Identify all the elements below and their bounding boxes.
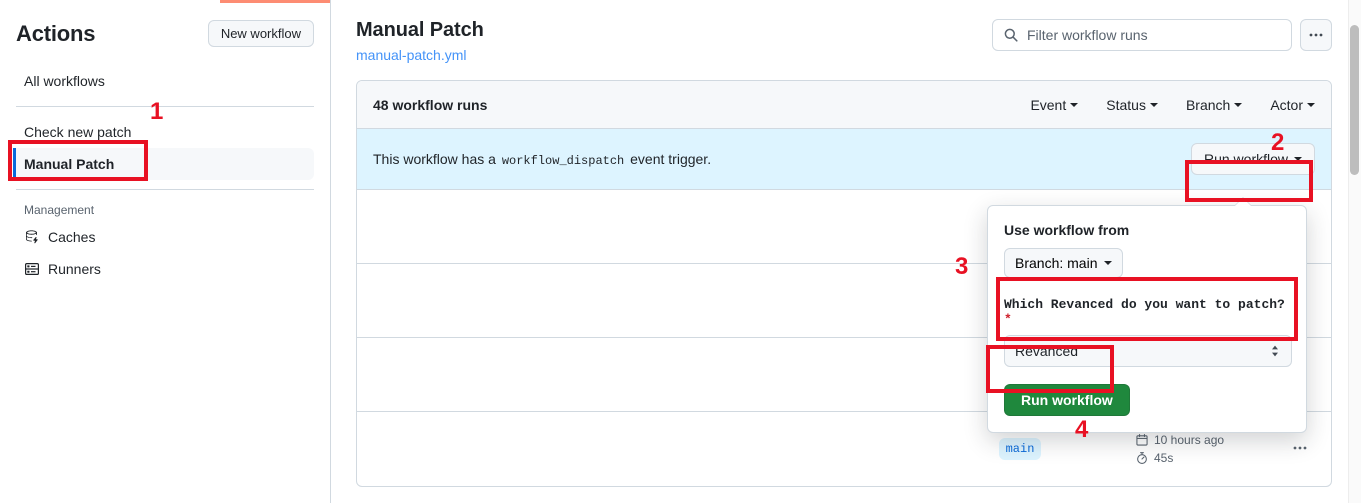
actions-sidebar: Actions New workflow All workflows Check…: [0, 0, 331, 503]
filter-actor[interactable]: Actor: [1270, 97, 1315, 113]
revanced-select[interactable]: Revanced: [1004, 335, 1292, 367]
use-workflow-from-label: Use workflow from: [1004, 222, 1130, 238]
popover-body: Use workflow from Branch: main Which Rev…: [988, 206, 1306, 432]
runs-table-header: 48 workflow runs Event Status Branch: [357, 81, 1331, 129]
input-field-label: Which Revanced do you want to patch? *: [1004, 297, 1290, 327]
run-branch-cell: main: [905, 438, 1135, 460]
page-scrollbar-thumb[interactable]: [1350, 25, 1359, 175]
run-workflow-dropdown-label: Run workflow: [1203, 151, 1288, 167]
popover-caret: [1235, 198, 1251, 206]
select-updown-icon: [1269, 343, 1281, 359]
dispatch-event-code: workflow_dispatch: [501, 153, 625, 168]
sidebar-item-all-workflows[interactable]: All workflows: [24, 73, 105, 89]
filter-event-label: Event: [1030, 96, 1067, 113]
search-icon: [1003, 27, 1019, 43]
run-timestamp: 10 hours ago: [1135, 433, 1285, 447]
filter-event[interactable]: Event: [1030, 96, 1079, 113]
sidebar-divider-1: [16, 106, 314, 107]
table-row[interactable]: main 10 hours ago: [357, 412, 1331, 486]
filter-status-label: Status: [1106, 96, 1146, 113]
workflow-file-link[interactable]: manual-patch.yml: [356, 47, 467, 63]
chevron-down-icon: [1294, 157, 1302, 161]
run-duration: 45s: [1135, 451, 1285, 465]
sidebar-title: Actions: [16, 20, 96, 46]
search-input[interactable]: [1027, 27, 1281, 43]
input-field-label-text: Which Revanced do you want to patch?: [1004, 297, 1285, 312]
kebab-horizontal-icon[interactable]: [1300, 19, 1332, 51]
chevron-down-icon: [1149, 102, 1158, 107]
dispatch-text-after: event trigger.: [630, 150, 712, 167]
revanced-select-value: Revanced: [1015, 343, 1079, 359]
run-workflow-popover: Use workflow from Branch: main Which Rev…: [987, 197, 1307, 433]
workflow-title-block: Manual Patch manual-patch.yml: [356, 16, 484, 63]
page-load-progress-bar: [220, 0, 330, 3]
chevron-down-icon: [1104, 261, 1113, 265]
filter-branch[interactable]: Branch: [1185, 96, 1243, 113]
required-marker: *: [1004, 312, 1012, 327]
cache-icon: [24, 229, 40, 245]
chevron-down-icon: [1070, 102, 1079, 107]
header-actions: [992, 16, 1332, 51]
main-content: Manual Patch manual-patch.yml: [332, 0, 1348, 503]
row-kebab-icon[interactable]: [1285, 440, 1315, 459]
new-workflow-button[interactable]: New workflow: [207, 20, 314, 47]
sidebar-item-caches[interactable]: Caches: [16, 221, 314, 253]
run-duration-label: 45s: [1154, 451, 1174, 465]
branch-badge[interactable]: main: [998, 438, 1042, 460]
chevron-down-icon: [1234, 102, 1243, 107]
calendar-icon: [1135, 433, 1149, 447]
sidebar-group-management: Management: [24, 203, 95, 217]
sidebar-nav: All workflows Check new patch Manual Pat…: [13, 65, 314, 285]
stopwatch-icon: [1135, 451, 1149, 465]
runs-count-label: 48 workflow runs: [373, 96, 488, 113]
filter-branch-label: Branch: [1185, 96, 1231, 113]
sidebar-item-runners[interactable]: Runners: [16, 253, 314, 285]
branch-select-button[interactable]: Branch: main: [1004, 248, 1124, 278]
branch-select-label: Branch: main: [1015, 255, 1098, 271]
runs-filter-bar: Event Status Branch Actor: [1030, 97, 1315, 113]
submit-run-workflow-button[interactable]: Run workflow: [1004, 384, 1130, 416]
chevron-down-icon: [1307, 102, 1315, 107]
sidebar-divider-2: [16, 189, 314, 190]
sidebar-item-caches-label: Caches: [48, 229, 96, 245]
run-workflow-dropdown-button[interactable]: Run workflow: [1190, 143, 1315, 175]
sidebar-item-check-new-patch[interactable]: Check new patch: [24, 124, 132, 140]
page-scrollbar-track[interactable]: [1348, 0, 1361, 503]
run-meta-cell: 10 hours ago 45s: [1135, 433, 1285, 465]
sidebar-item-manual-patch[interactable]: Manual Patch: [13, 148, 314, 180]
run-timestamp-label: 10 hours ago: [1154, 433, 1225, 447]
search-box[interactable]: [992, 19, 1292, 51]
filter-status[interactable]: Status: [1106, 97, 1158, 113]
sidebar-item-runners-label: Runners: [48, 261, 101, 277]
server-icon: [24, 261, 40, 277]
page-title: Manual Patch: [356, 19, 484, 41]
workflow-header: Manual Patch manual-patch.yml: [356, 0, 1332, 63]
filter-actor-label: Actor: [1270, 96, 1303, 113]
dispatch-text-before: This workflow has a: [373, 150, 496, 167]
workflow-dispatch-banner: This workflow has a workflow_dispatch ev…: [357, 129, 1331, 190]
dispatch-banner-text: This workflow has a workflow_dispatch ev…: [373, 151, 711, 168]
sidebar-header: Actions New workflow: [16, 0, 314, 47]
